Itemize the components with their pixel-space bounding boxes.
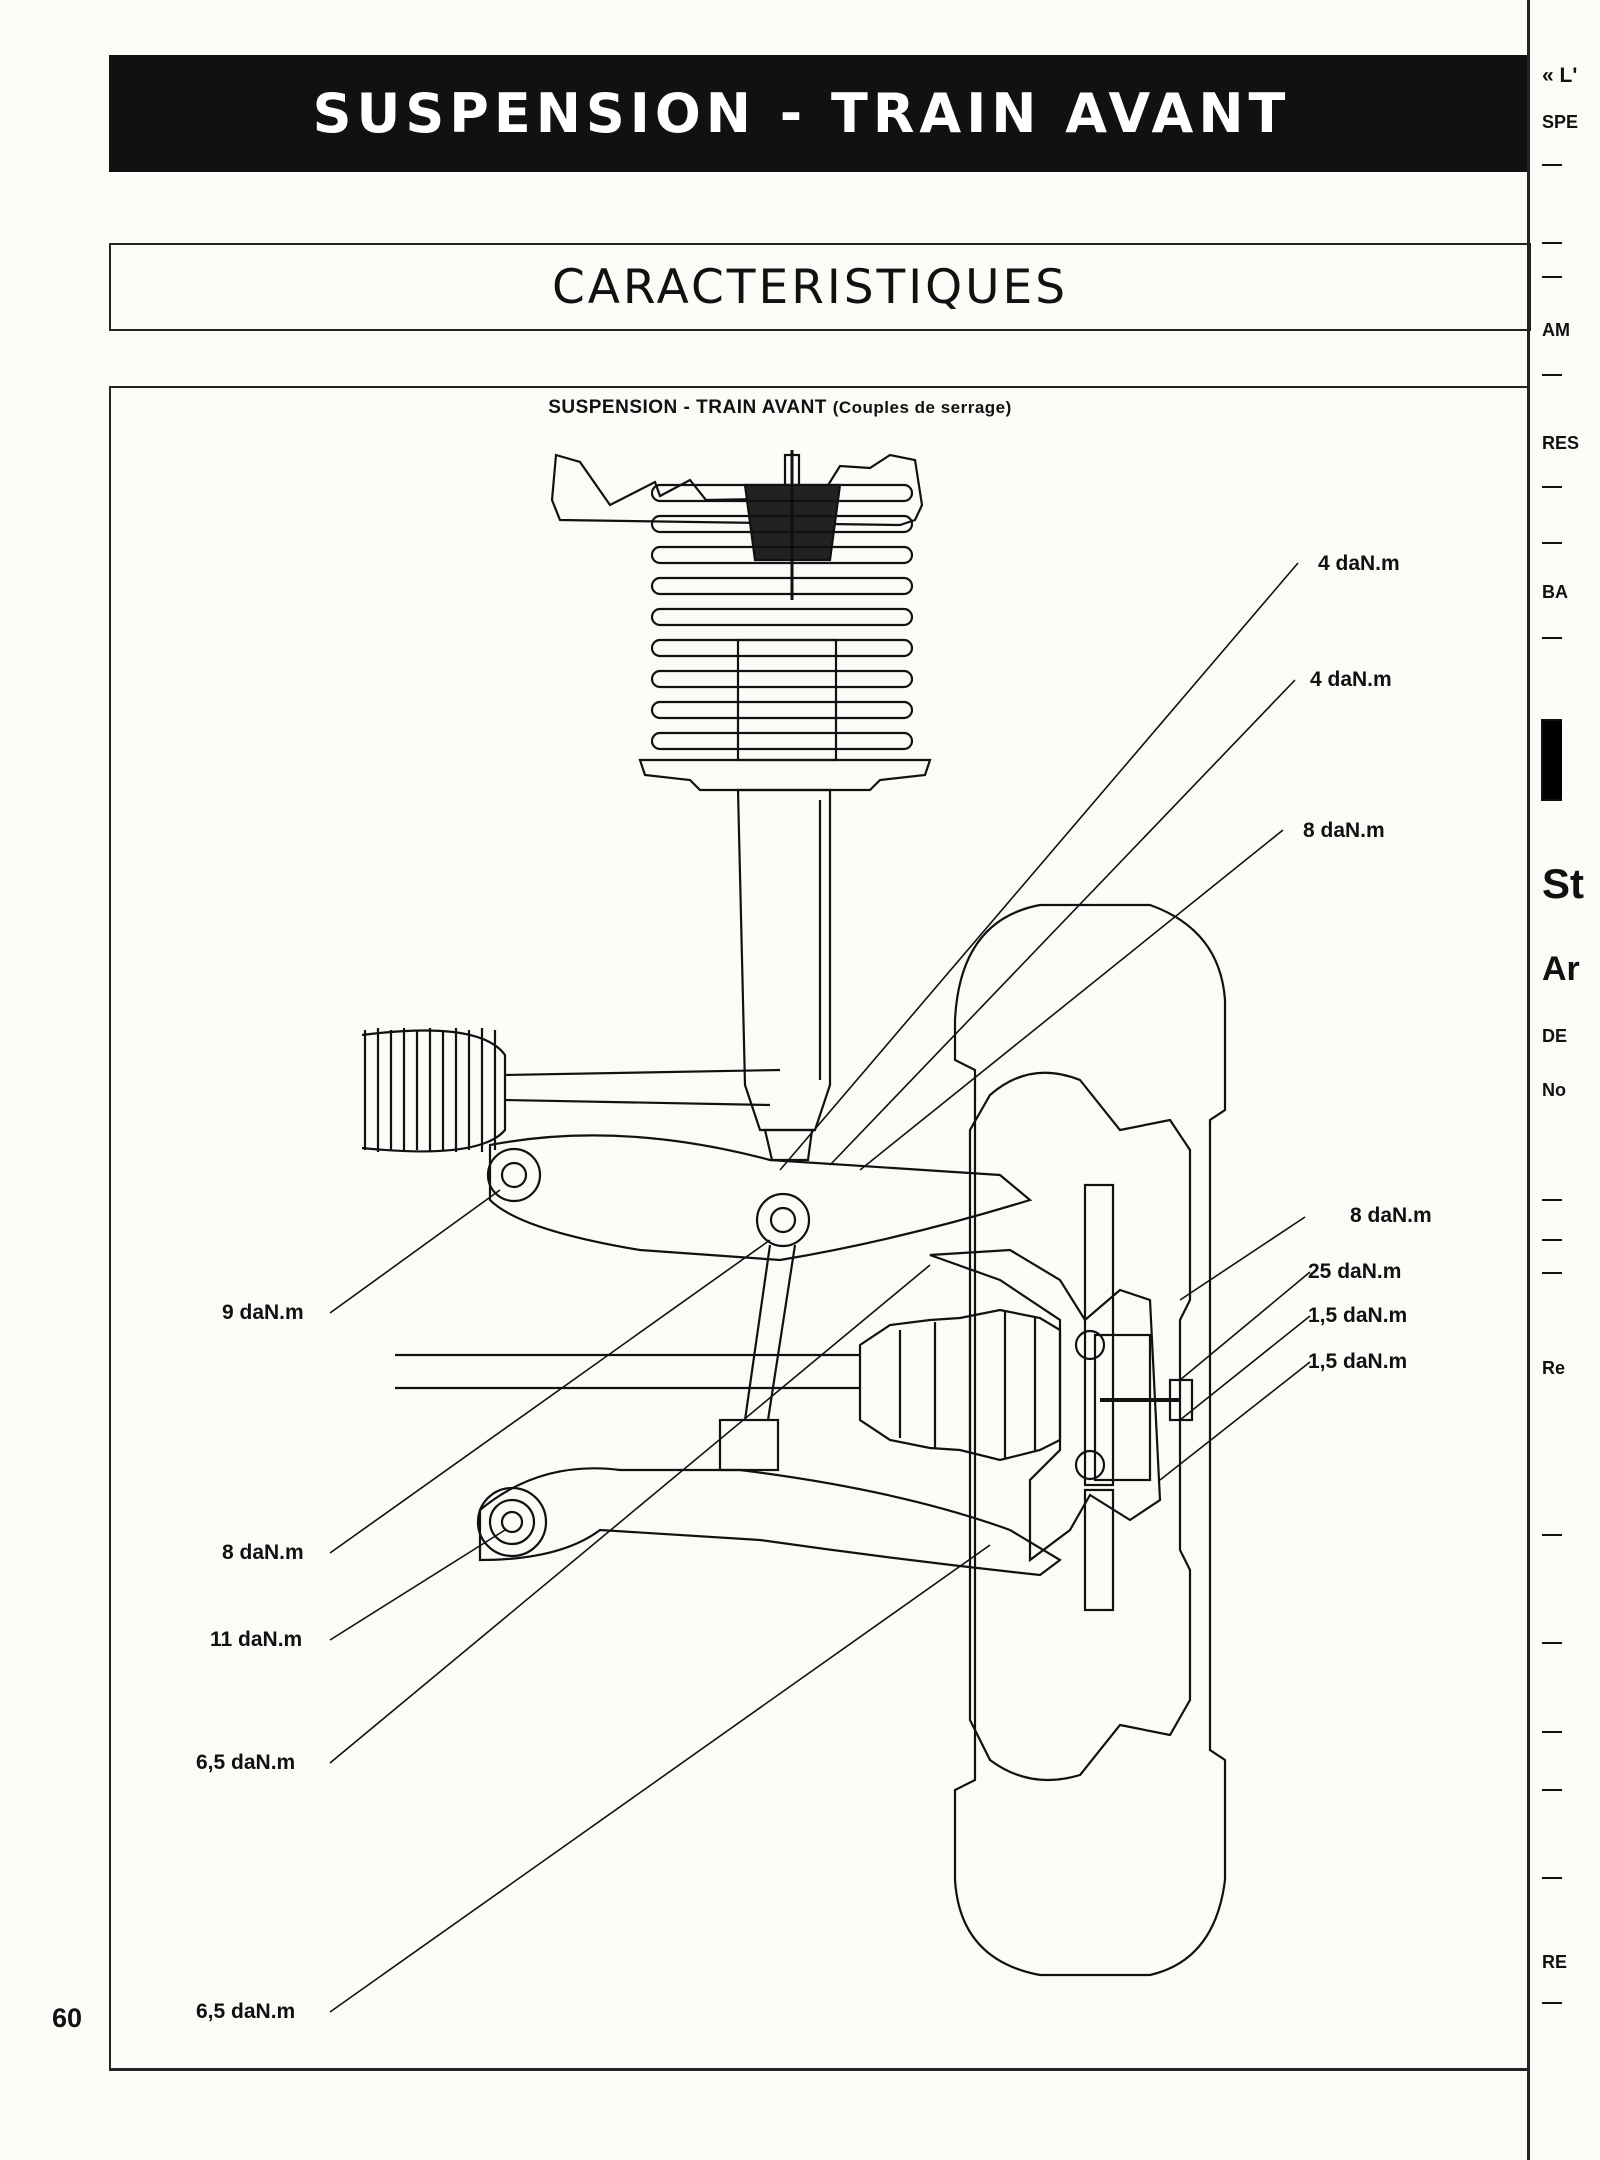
next-col-text: St xyxy=(1542,860,1584,907)
anti-roll-link xyxy=(743,1244,797,1421)
figure-caption: SUSPENSION - TRAIN AVANT (Couples de ser… xyxy=(150,397,1410,419)
next-col-text: AM xyxy=(1542,320,1570,340)
banner-title: SUSPENSION - TRAIN AVANT xyxy=(312,82,1291,145)
figure-frame xyxy=(109,386,1529,2071)
brake-disc xyxy=(1083,1183,1115,1487)
torque-label-ball-joint-lower: 6,5 daN.m xyxy=(196,2000,296,2023)
steering-bellows xyxy=(361,1028,781,1153)
next-col-text: No xyxy=(1542,1080,1566,1100)
torque-label-bearing-1: 1,5 daN.m xyxy=(1308,1304,1408,1327)
next-col-text: Re xyxy=(1542,1358,1566,1378)
section-heading-box: CARACTERISTIQUES xyxy=(109,243,1531,331)
coil-spring xyxy=(650,483,914,751)
next-col-text: BA xyxy=(1542,582,1568,602)
link-bushing xyxy=(755,1192,811,1248)
torque-label-arm-bolt: 8 daN.m xyxy=(1303,819,1385,842)
torque-label-arm-pivot: 9 daN.m xyxy=(222,1301,304,1324)
tyre xyxy=(953,903,1227,1977)
next-col-text: « L' xyxy=(1542,64,1578,87)
link-clamp xyxy=(718,1418,780,1472)
leader-lines xyxy=(329,562,1311,2013)
torque-label-wishbone: 11 daN.m xyxy=(210,1628,303,1651)
next-col-text: RES xyxy=(1542,433,1580,453)
torque-label-caliper: 8 daN.m xyxy=(1350,1204,1432,1227)
figure-title: SUSPENSION - TRAIN AVANT xyxy=(548,397,827,418)
page-number: 60 xyxy=(52,2003,83,2033)
section-title: CARACTERISTIQUES xyxy=(551,259,1069,315)
torque-label-hub-nut: 25 daN.m xyxy=(1308,1260,1402,1283)
torque-label-ball-joint-upper: 6,5 daN.m xyxy=(196,1751,296,1774)
column-divider xyxy=(1527,0,1530,2160)
banner: SUSPENSION - TRAIN AVANT xyxy=(109,55,1530,172)
torque-label-top-mount: 4 daN.m xyxy=(1318,552,1400,575)
next-col-dashes xyxy=(1541,164,1562,2004)
next-col-text: DE xyxy=(1542,1026,1568,1046)
next-col-text: Ar xyxy=(1542,950,1580,988)
wheel-rim xyxy=(968,1071,1192,1782)
upper-arm xyxy=(488,1134,1033,1262)
torque-label-link: 8 daN.m xyxy=(222,1541,304,1564)
figure-subtitle: (Couples de serrage) xyxy=(832,398,1012,417)
spring-seat xyxy=(638,758,932,792)
top-mount-cup xyxy=(550,453,924,527)
driveshaft xyxy=(395,1308,1062,1462)
next-column-clipped: « L' SPE AM RES BA St Ar DE No Re RE xyxy=(1532,0,1600,2160)
next-col-text: RE xyxy=(1542,1952,1568,1972)
arm-bushing xyxy=(486,1147,542,1203)
lower-wishbone xyxy=(478,1467,1062,1577)
torque-label-bearing-2: 1,5 daN.m xyxy=(1308,1350,1408,1373)
torque-label-damper-nut: 4 daN.m xyxy=(1310,668,1392,691)
next-col-text: SPE xyxy=(1542,112,1579,132)
wishbone-bushing xyxy=(476,1486,548,1558)
